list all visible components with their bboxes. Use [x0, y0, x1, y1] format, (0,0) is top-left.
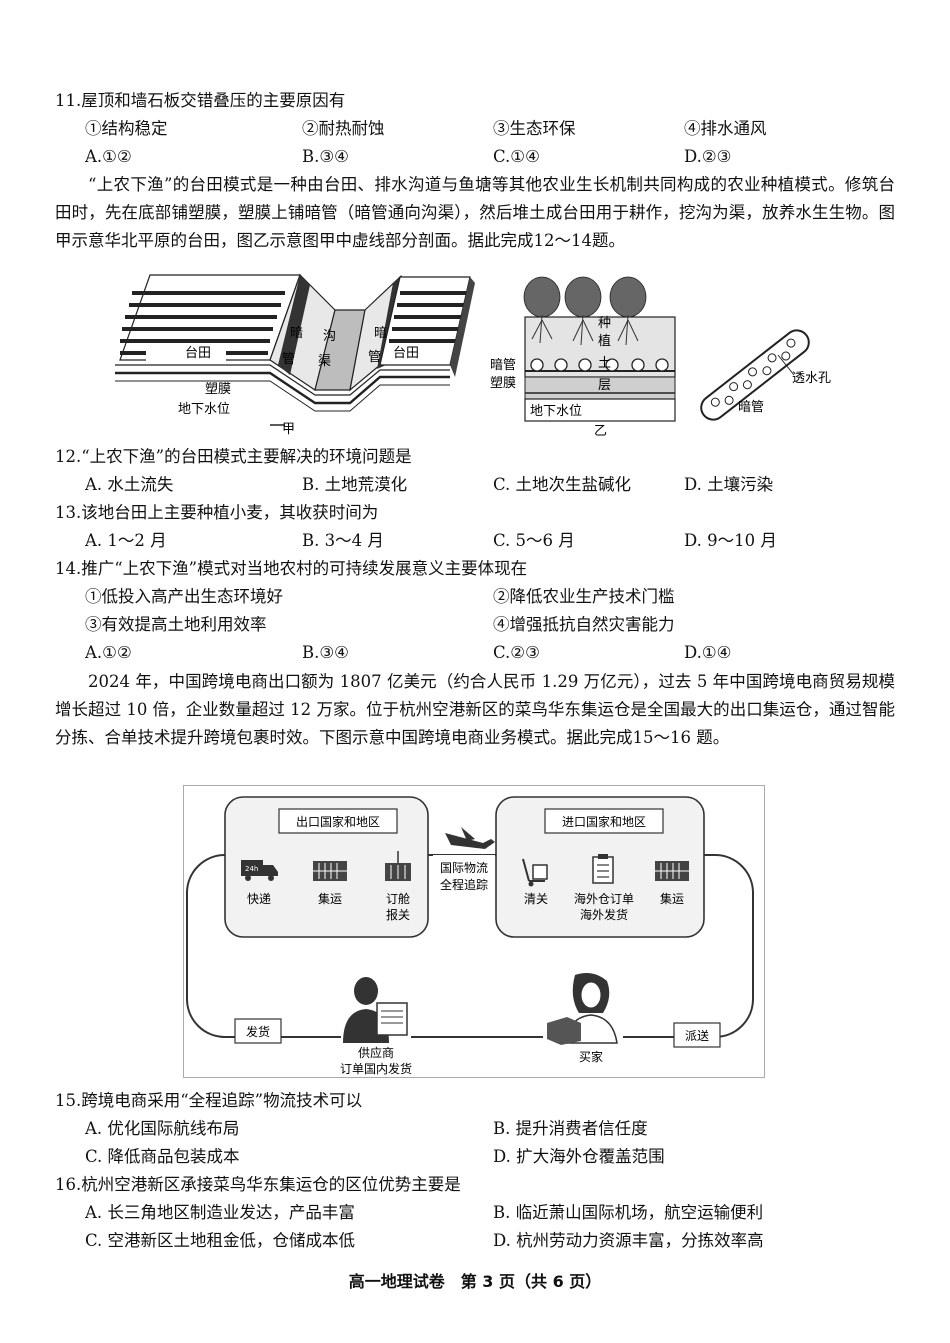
truck-badge: 24h — [245, 865, 258, 873]
q14-item-3: ③有效提高土地利用效率 — [85, 615, 267, 634]
jia-anguan-right-char2: 管 — [368, 350, 381, 365]
q12-option-a: A. 水土流失 — [85, 475, 174, 494]
gongying-label-1: 供应商 — [358, 1045, 394, 1060]
gongying-label-2: 订单国内发货 — [340, 1061, 412, 1076]
yi-ceng-label: 层 — [598, 378, 611, 393]
dingcang-label: 订舱 — [386, 892, 410, 906]
export-title: 出口国家和地区 — [296, 814, 380, 829]
figure-jia: 台田 暗 管 沟 渠 暗 管 台田 塑膜 地下水位 甲 — [115, 273, 475, 437]
jia-taitian-right-label: 台田 — [393, 346, 419, 361]
jia-qu-label: 渠 — [318, 354, 331, 369]
intro-paragraph-2: 2024 年，中国跨境电商出口额为 1807 亿美元（约合人民币 1.29 万亿… — [55, 672, 895, 747]
baoguan-label: 报关 — [386, 907, 410, 922]
jia-anguan-left-char1: 暗 — [290, 326, 303, 341]
q15-option-c: C. 降低商品包装成本 — [85, 1147, 240, 1166]
q11-option-a: A.①② — [85, 147, 132, 166]
jia-gou-label: 沟 — [323, 329, 336, 344]
q11-stem: 11.屋顶和墙石板交错叠压的主要原因有 — [55, 91, 346, 110]
yi-dixiashui-label: 地下水位 — [530, 404, 582, 419]
fahuo-label: 发货 — [246, 1024, 270, 1039]
container-icon-right — [655, 861, 689, 881]
haiwai-label-2: 海外发货 — [580, 907, 628, 922]
yi-zhi-label: 植 — [598, 334, 611, 349]
q11-item-2: ②耐热耐蚀 — [302, 119, 385, 138]
jia-caption: 甲 — [282, 422, 295, 437]
jia-dixiashui-label: 地下水位 — [178, 402, 230, 417]
yi-tu-label: 土 — [598, 356, 611, 371]
clipboard-icon — [592, 854, 614, 884]
page-footer: 高一地理试卷 第 3 页（共 6 页） — [348, 1272, 602, 1291]
jia-sumo-label: 塑膜 — [205, 382, 231, 397]
perforated-pipe-icon — [700, 329, 810, 421]
kuaidi-label: 快递 — [247, 892, 271, 906]
logistics-label-1: 国际物流 — [440, 861, 488, 875]
yi-anguan-label: 暗管 — [490, 358, 516, 373]
yi-zhong-label: 种 — [598, 316, 611, 331]
figure-yi: 种 植 土 层 暗管 塑膜 地下水位 乙 透水孔 暗管 — [490, 276, 831, 439]
q11-item-3: ③生态环保 — [493, 119, 576, 138]
q14-option-c: C.②③ — [493, 643, 540, 662]
q15-stem: 15.跨境电商采用“全程追踪”物流技术可以 — [55, 1091, 363, 1110]
q16-stem: 16.杭州空港新区承接菜鸟华东集运仓的区位优势主要是 — [55, 1175, 461, 1194]
q15-option-b: B. 提升消费者信任度 — [493, 1119, 648, 1138]
jia-anguan-right-char1: 暗 — [374, 326, 387, 341]
q12-option-d: D. 土壤污染 — [684, 475, 774, 494]
logistics-label-2: 全程追踪 — [440, 877, 488, 892]
q14-item-2: ②降低农业生产技术门槛 — [493, 587, 675, 606]
q13-option-d: D. 9～10 月 — [684, 531, 777, 550]
q13-stem: 13.该地台田上主要种植小麦，其收获时间为 — [55, 503, 379, 522]
q11-option-b: B.③④ — [302, 147, 349, 166]
crane-container-icon — [385, 851, 411, 881]
container-icon-left — [313, 861, 347, 881]
qingguan-label: 清关 — [524, 892, 548, 906]
q13-option-a: A. 1～2 月 — [85, 531, 167, 550]
q16-option-a: A. 长三角地区制造业发达，产品丰富 — [85, 1203, 355, 1222]
yi-toushuikong-label: 透水孔 — [792, 371, 831, 386]
q12-stem: 12.“上农下渔”的台田模式主要解决的环境问题是 — [55, 447, 412, 466]
q12-option-b: B. 土地荒漠化 — [302, 475, 408, 494]
q16-option-c: C. 空港新区土地租金低，仓储成本低 — [85, 1231, 356, 1250]
haiwai-label-1: 海外仓订单 — [574, 891, 634, 906]
q16-option-d: D. 杭州劳动力资源丰富，分拣效率高 — [493, 1231, 764, 1250]
yi-caption: 乙 — [594, 424, 607, 439]
truck-icon: 24h — [241, 860, 278, 881]
cross-border-ecommerce-diagram: 出口国家和地区 进口国家和地区 24h 快递 集运 订舱 报关 国际物流 全程追… — [183, 785, 765, 1078]
q11-item-1: ①结构稳定 — [85, 119, 168, 138]
jia-anguan-left-char2: 管 — [282, 352, 295, 367]
maijia-label: 买家 — [579, 1049, 603, 1064]
q11-option-d: D.②③ — [684, 147, 732, 166]
jiyun-right-label: 集运 — [660, 891, 684, 906]
taitian-figure: 台田 暗 管 沟 渠 暗 管 台田 塑膜 地下水位 甲 种 — [115, 273, 831, 439]
airplane-icon — [445, 827, 495, 849]
q14-option-d: D.①④ — [684, 643, 732, 662]
q16-option-b: B. 临近萧山国际机场，航空运输便利 — [493, 1203, 764, 1222]
import-title: 进口国家和地区 — [562, 814, 646, 829]
q12-option-c: C. 土地次生盐碱化 — [493, 475, 632, 494]
customs-cart-icon — [522, 858, 548, 887]
q15-option-a: A. 优化国际航线布局 — [85, 1119, 240, 1138]
q11-item-4: ④排水通风 — [684, 119, 767, 138]
q14-item-1: ①低投入高产出生态环境好 — [85, 587, 283, 606]
yi-sumo-label: 塑膜 — [490, 376, 516, 391]
jiyun-left-label: 集运 — [318, 891, 342, 906]
q15-option-d: D. 扩大海外仓覆盖范围 — [493, 1147, 665, 1166]
q11-option-c: C.①④ — [493, 147, 540, 166]
q14-stem: 14.推广“上农下渔”模式对当地农村的可持续发展意义主要体现在 — [55, 559, 528, 578]
q13-option-b: B. 3～4 月 — [302, 531, 384, 550]
yi-pipe-anguan-label: 暗管 — [738, 400, 764, 415]
jia-taitian-left-label: 台田 — [185, 346, 211, 361]
supplier-icon — [341, 977, 411, 1043]
q13-option-c: C. 5～6 月 — [493, 531, 575, 550]
q14-item-4: ④增强抵抗自然灾害能力 — [493, 615, 675, 634]
intro-paragraph-1: “上农下渔”的台田模式是一种由台田、排水沟道与鱼塘等其他农业生长机制共同构成的农… — [55, 175, 895, 250]
q14-option-b: B.③④ — [302, 643, 349, 662]
buyer-icon — [543, 971, 623, 1045]
paisong-label: 派送 — [685, 1028, 709, 1043]
q14-option-a: A.①② — [85, 643, 132, 662]
